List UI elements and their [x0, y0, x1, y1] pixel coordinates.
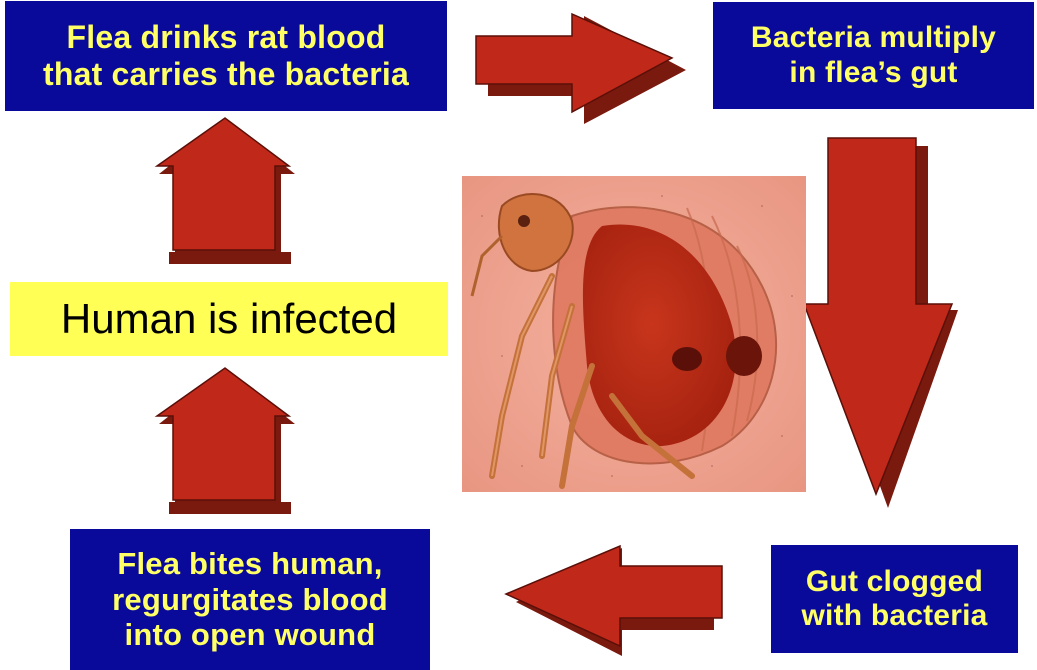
step-flea-bites-human-box: Flea bites human, regurgitates blood int… [70, 529, 430, 670]
step-text-line: Bacteria multiply [751, 21, 996, 56]
step-text-line: with bacteria [802, 599, 988, 634]
step-flea-drinks-blood-box: Flea drinks rat blood that carries the b… [5, 1, 447, 111]
flea-photo [462, 176, 806, 492]
arrow-up-icon [155, 118, 300, 268]
step-text-line: Flea drinks rat blood [43, 19, 409, 56]
arrow-right-icon [472, 14, 692, 126]
arrow-left-icon [502, 546, 734, 658]
step-text-line: into open wound [112, 617, 388, 653]
step-text-line: that carries the bacteria [43, 56, 409, 93]
step-text-line: regurgitates blood [112, 582, 388, 618]
arrow-up-icon [155, 368, 300, 518]
step-bacteria-multiply-box: Bacteria multiply in flea’s gut [713, 2, 1034, 109]
step-text-line: Flea bites human, [112, 546, 388, 582]
step-text-line: in flea’s gut [751, 56, 996, 91]
arrow-down-icon [800, 138, 960, 510]
human-infected-label: Human is infected [10, 282, 448, 356]
step-gut-clogged-box: Gut clogged with bacteria [771, 545, 1018, 653]
step-text-line: Gut clogged [802, 565, 988, 600]
